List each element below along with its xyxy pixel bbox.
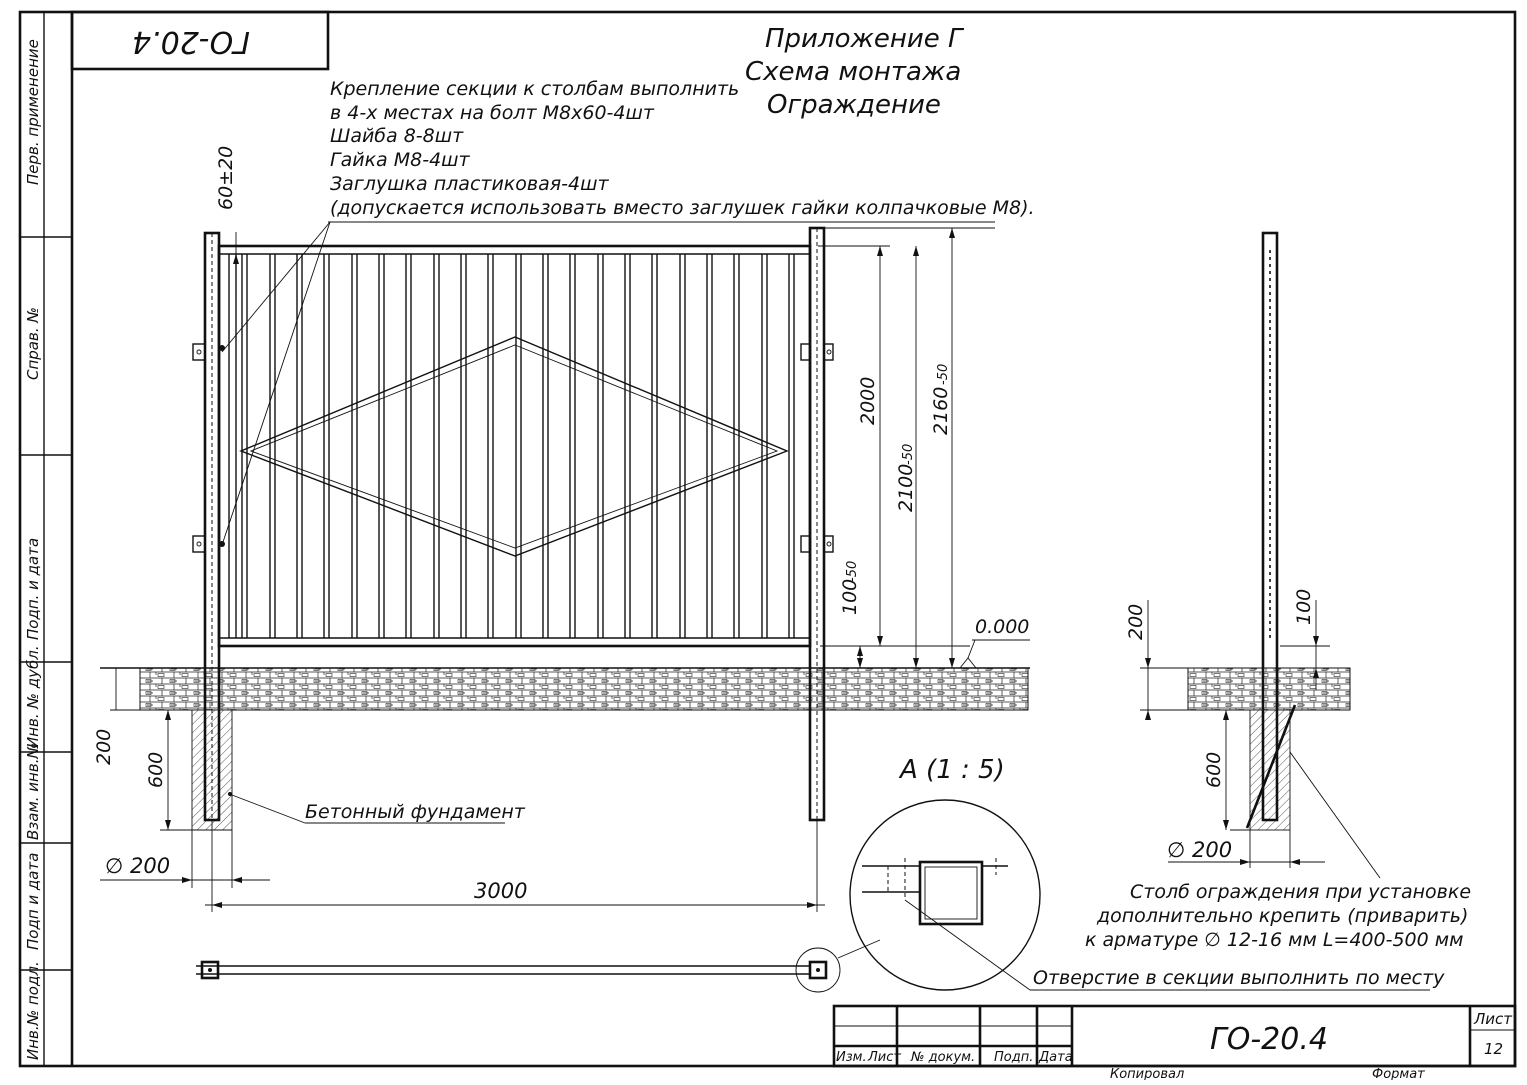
note-leader-1	[221, 221, 331, 353]
side-view	[1140, 231, 1381, 879]
dim-found-200: 200	[93, 729, 115, 765]
title-line-3: Ограждение	[767, 90, 941, 120]
rotated-code-box	[70, 10, 330, 71]
foundation-left	[192, 710, 232, 830]
stamp-sheet-label: Лист	[1473, 1010, 1513, 1028]
front-elevation	[100, 226, 1030, 831]
side-label-perv: Перв. применение	[24, 39, 42, 185]
pickets	[241, 254, 795, 638]
dim-span: 3000	[474, 879, 527, 903]
side-label-inv-dubl: Инв. № дубл.	[24, 645, 42, 748]
dim-2160-tol: -50	[936, 364, 951, 385]
rotated-code: ГО-20.4	[132, 24, 250, 59]
foundation-label: Бетонный фундамент	[305, 801, 526, 823]
stamp-col-izm: Изм.	[836, 1050, 867, 1065]
dim-top-gap: 60±20	[215, 146, 237, 210]
dim-2000: 2000	[857, 377, 879, 425]
dim-2100: 2100	[895, 464, 917, 512]
side-label-vzam-inv: Взам. инв.№	[24, 743, 42, 840]
side-label-podp-data-2: Подп и дата	[24, 853, 42, 950]
dim-diameter: ∅ 200	[105, 854, 170, 878]
side-dim-diameter: ∅ 200	[1167, 838, 1232, 862]
post-note-1: Столб ограждения при установке	[1130, 881, 1471, 903]
note-line-6: (допускается использовать вместо заглуше…	[330, 197, 1035, 219]
stamp-col-dokum: № докум.	[910, 1050, 975, 1065]
hole-note: Отверстие в секции выполнить по месту	[1033, 967, 1445, 989]
title-line-2: Схема монтажа	[745, 57, 961, 87]
note-line-3: Шайба 8-8шт	[330, 125, 464, 147]
side-strip-dividers	[20, 236, 72, 971]
dim-found-600: 600	[145, 752, 167, 788]
dim-2100-tol: -50	[901, 444, 916, 465]
stamp-col-data: Дата	[1038, 1050, 1073, 1065]
note-line-1: Крепление секции к столбам выполнить	[330, 78, 739, 100]
dim-100: 100	[839, 579, 861, 615]
plan-view	[196, 939, 881, 993]
note-line-2: в 4-х местах на болт М8х60-4шт	[330, 102, 655, 124]
stamp-copied: Копировал	[1110, 1067, 1184, 1080]
dim-100-tol: -50	[845, 561, 860, 582]
stamp-sheet-number: 12	[1484, 1040, 1503, 1058]
stamp-col-podp: Подп.	[994, 1050, 1033, 1065]
fence-section-frame	[217, 244, 812, 648]
outer-frame	[18, 10, 1517, 1068]
side-dim-100: 100	[1293, 589, 1315, 625]
front-dimensions	[100, 227, 1030, 912]
paving-layer	[139, 667, 1029, 711]
stamp-format: Формат	[1372, 1067, 1425, 1080]
side-strip-labels: Перв. применение Справ. № Подп. и дата И…	[24, 39, 42, 1060]
level-mark: 0.000	[975, 616, 1029, 638]
side-label-podp-data-1: Подп. и дата	[24, 538, 42, 640]
side-label-inv-podl: Инв.№ подл.	[24, 961, 42, 1060]
detail-callout-circle	[795, 947, 841, 993]
dim-2160: 2160	[930, 387, 952, 435]
diamond-ornament	[239, 336, 789, 557]
detail-label: А (1 : 5)	[898, 755, 1005, 785]
side-dim-600: 600	[1203, 752, 1225, 788]
brackets	[192, 343, 834, 553]
post-note-2: дополнительно крепить (приварить)	[1096, 905, 1468, 927]
detail-a	[849, 799, 1430, 991]
stamp-title-code: ГО-20.4	[1210, 1022, 1328, 1057]
post-note-3: к арматуре ∅ 12-16 мм L=400-500 мм	[1085, 929, 1463, 951]
title-block	[832, 1004, 1517, 1068]
note-line-4: Гайка М8-4шт	[330, 149, 471, 171]
title-line-1: Приложение Г	[765, 24, 965, 54]
note-line-5: Заглушка пластиковая-4шт	[330, 173, 610, 195]
side-label-sprav: Справ. №	[24, 307, 42, 380]
note-leader-2	[221, 221, 331, 546]
side-dim-200: 200	[1125, 604, 1147, 640]
stamp-col-list: Лист	[867, 1050, 901, 1065]
